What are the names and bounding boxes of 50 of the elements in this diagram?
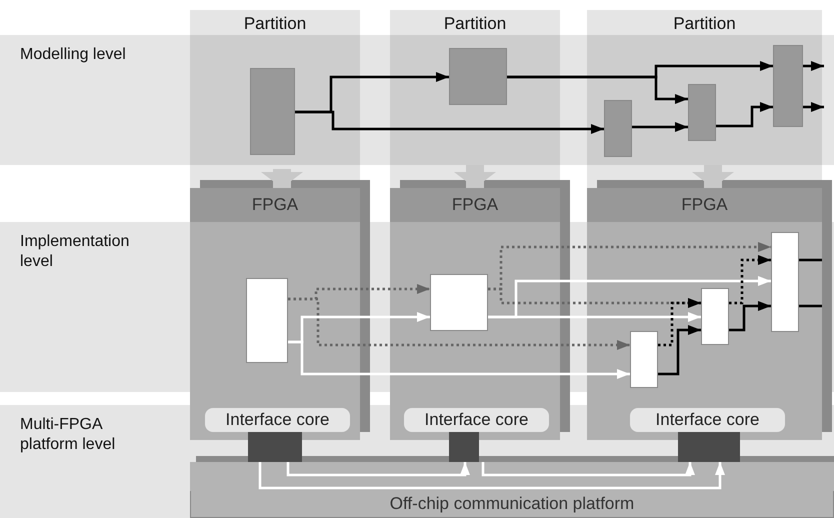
level-band: Multi-FPGA platform level [0, 405, 190, 518]
connector-line [799, 304, 822, 308]
implementation-block [430, 274, 488, 331]
arrow [729, 255, 771, 304]
connector-pad [449, 432, 479, 462]
arrow [258, 462, 725, 490]
arrow [658, 325, 701, 376]
fpga-header: FPGA [190, 188, 360, 222]
partition-column: Partition [587, 10, 822, 35]
fpga-header: FPGA [390, 188, 560, 222]
interface-core: Interface core [205, 408, 350, 432]
interface-core: Interface core [404, 408, 549, 432]
arrow [658, 298, 701, 346]
model-block [773, 45, 803, 127]
arrow [803, 102, 824, 112]
arrow [261, 169, 303, 188]
implementation-block [246, 278, 288, 363]
arrow [482, 462, 695, 476]
model-block [604, 100, 632, 157]
model-block [449, 48, 507, 105]
implementation-block [701, 288, 729, 345]
implementation-block [630, 331, 658, 388]
partition-column: Partition [190, 10, 360, 35]
model-block [688, 84, 716, 141]
fpga-header: FPGA [587, 188, 822, 222]
interface-core: Interface core [630, 408, 785, 432]
arrow [488, 312, 701, 322]
arrow [295, 110, 604, 134]
connector-pad [248, 432, 302, 462]
level-band: Modelling level [0, 35, 190, 165]
fpga-box [190, 188, 360, 440]
platform-bar: Off-chip communication platform [190, 491, 834, 518]
arrow [803, 61, 824, 71]
arrow [286, 462, 470, 476]
model-block [250, 68, 295, 155]
fpga-box [390, 188, 560, 440]
arrow [507, 76, 688, 104]
arrow [729, 301, 771, 332]
arrow [288, 298, 630, 350]
implementation-block [771, 232, 799, 332]
connector-pad [678, 432, 740, 462]
arrow [692, 165, 734, 188]
arrow [288, 340, 630, 379]
connector-line [799, 258, 822, 262]
level-band: Implementation level [0, 222, 190, 392]
arrow [454, 165, 496, 188]
partition-column: Partition [390, 10, 560, 35]
arrow [632, 122, 688, 132]
fpga-box [587, 188, 822, 440]
arrow [716, 102, 773, 128]
